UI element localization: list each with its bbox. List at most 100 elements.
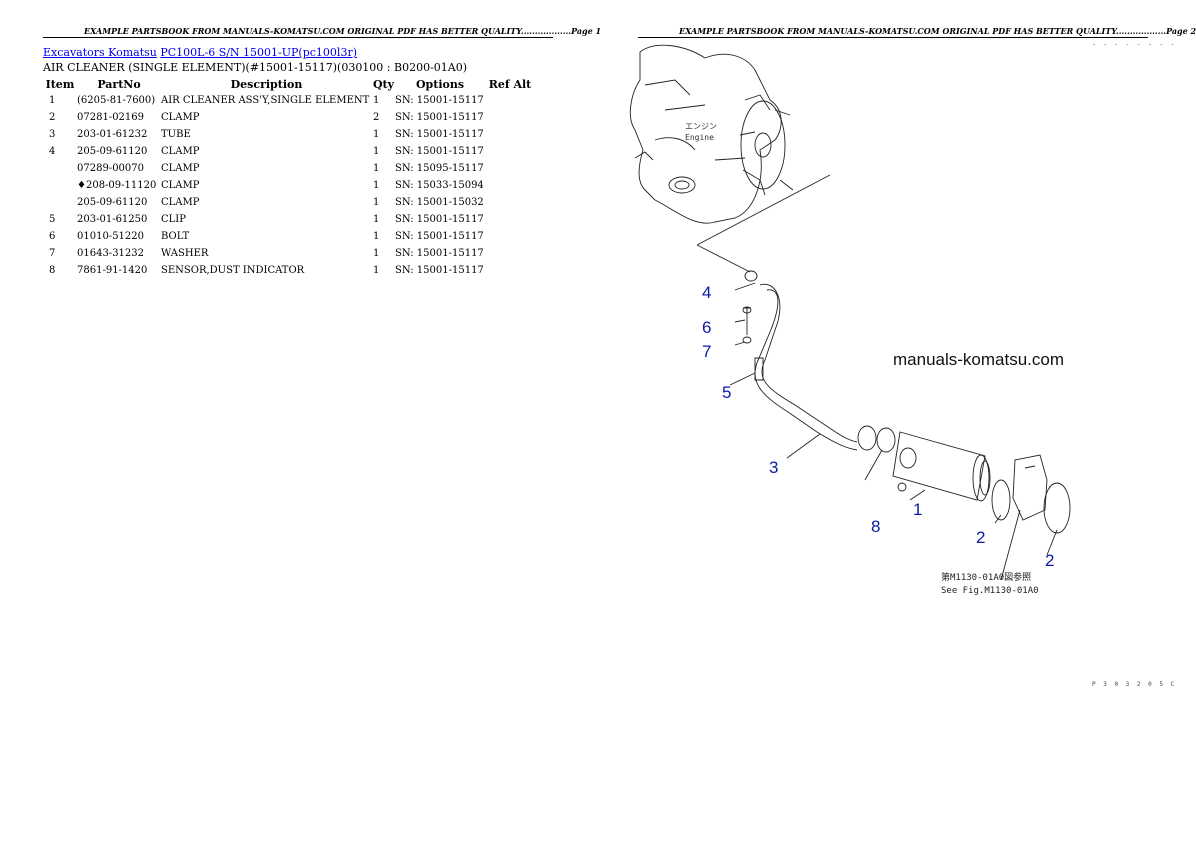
callout-6: 6 xyxy=(702,318,712,337)
cell-description: TUBE xyxy=(161,129,191,140)
cell-qty: 1 xyxy=(373,95,380,106)
cell-partno: 203-01-61232 xyxy=(77,129,148,140)
callout-1: 1 xyxy=(913,500,923,519)
cell-partno: 7861-91-1420 xyxy=(77,265,148,276)
cell-options: SN: 15001-15117 xyxy=(395,95,484,106)
cell-qty: 1 xyxy=(373,129,380,140)
table-row: 07289-00070 CLAMP 1 SN: 15095-15117 xyxy=(43,160,535,177)
cell-partno: 205-09-61120 xyxy=(77,146,148,157)
cell-ref-alt xyxy=(485,92,535,109)
cell-qty: 2 xyxy=(373,112,380,123)
cell-qty: 1 xyxy=(373,180,380,191)
figure-code-top: - - - - - - - - xyxy=(1092,41,1177,48)
engine-outline xyxy=(629,44,782,224)
section-title: AIR CLEANER (SINGLE ELEMENT)(#15001-1511… xyxy=(43,61,468,74)
cell-partno: 07281-02169 xyxy=(77,112,145,123)
header-rule xyxy=(43,37,553,38)
cell-item: 8 xyxy=(49,265,56,276)
air-cleaner-body-part-1 xyxy=(892,431,991,502)
cell-ref-alt xyxy=(485,194,535,211)
cell-ref-alt xyxy=(485,143,535,160)
engine-detail xyxy=(644,79,746,161)
cell-partno: (6205-81-7600) xyxy=(77,95,156,106)
callout-2a: 2 xyxy=(976,528,986,547)
parts-table: Item PartNo Description Qty Options Ref … xyxy=(43,76,535,279)
cell-partno: 203-01-61250 xyxy=(77,214,148,225)
cell-qty: 1 xyxy=(373,163,380,174)
clamp-ring-2b xyxy=(1043,482,1071,534)
cell-item xyxy=(43,194,77,211)
cell-description: CLAMP xyxy=(161,163,200,174)
callout-7: 7 xyxy=(702,342,712,361)
clamp-ring-a xyxy=(857,425,877,451)
parts-table-body: 1 (6205-81-7600) AIR CLEANER ASS'Y,SINGLE … xyxy=(43,92,535,279)
column-header-qty: Qty xyxy=(372,77,395,91)
cell-item xyxy=(43,177,77,194)
clip-part-5 xyxy=(754,357,764,381)
cell-options: SN: 15033-15094 xyxy=(395,180,484,191)
cell-description: CLIP xyxy=(161,214,186,225)
cell-qty: 1 xyxy=(373,231,380,242)
cell-qty: 1 xyxy=(373,197,380,208)
cell-options: SN: 15001-15117 xyxy=(395,129,484,140)
engine-label-en: Engine xyxy=(685,133,714,142)
header-rule xyxy=(638,37,1148,38)
clamp-part-4 xyxy=(744,270,758,282)
column-header-options: Options xyxy=(415,77,465,91)
cell-description: BOLT xyxy=(161,231,190,242)
breadcrumb-link-category[interactable]: Excavators Komatsu xyxy=(43,46,157,59)
cell-partno: ♦208-09-11120 xyxy=(77,180,157,191)
cell-ref-alt xyxy=(485,245,535,262)
cell-partno: 01010-51220 xyxy=(77,231,145,242)
cell-partno: 07289-00070 xyxy=(77,163,145,174)
cell-description: CLAMP xyxy=(161,112,200,123)
callout-5: 5 xyxy=(722,383,732,402)
cell-item xyxy=(43,160,77,177)
cell-options: SN: 15001-15117 xyxy=(395,214,484,225)
page-2: EXAMPLE PARTSBOOK FROM MANUALS-KOMATSU.C… xyxy=(595,0,1196,842)
table-row: 6 01010-51220 BOLT 1 SN: 15001-15117 xyxy=(43,228,535,245)
cell-ref-alt xyxy=(485,109,535,126)
cell-options: SN: 15001-15117 xyxy=(395,265,484,276)
column-header-item: Item xyxy=(45,77,75,91)
housing-bracket xyxy=(1012,454,1048,521)
engine-cap xyxy=(668,176,696,194)
cell-qty: 1 xyxy=(373,248,380,259)
cell-partno: 205-09-61120 xyxy=(77,197,148,208)
page-header: EXAMPLE PARTSBOOK FROM MANUALS-KOMATSU.C… xyxy=(679,26,1196,36)
cell-options: SN: 15095-15117 xyxy=(395,163,484,174)
engine-label-jp: エンジン xyxy=(685,122,717,131)
cell-options: SN: 15001-15032 xyxy=(395,197,484,208)
page-1: EXAMPLE PARTSBOOK FROM MANUALS-KOMATSU.C… xyxy=(0,0,601,842)
column-header-ref-alt: Ref Alt xyxy=(488,77,532,91)
cell-description: CLAMP xyxy=(161,146,200,157)
engine-label: エンジン Engine xyxy=(685,121,717,143)
cell-options: SN: 15001-15117 xyxy=(395,231,484,242)
callout-2b: 2 xyxy=(1045,551,1055,570)
cell-ref-alt xyxy=(485,262,535,279)
cell-item: 2 xyxy=(49,112,56,123)
cell-options: SN: 15001-15117 xyxy=(395,248,484,259)
exploded-parts-diagram xyxy=(629,44,1071,581)
see-figure-note: 第M1130-01A0図参照 See Fig.M1130-01A0 xyxy=(941,572,1039,598)
page-header: EXAMPLE PARTSBOOK FROM MANUALS-KOMATSU.C… xyxy=(84,26,602,36)
cell-description: CLAMP xyxy=(161,180,200,191)
fan xyxy=(739,94,794,196)
sensor-part-8 xyxy=(897,482,907,492)
cell-ref-alt xyxy=(485,160,535,177)
cell-ref-alt xyxy=(485,177,535,194)
cell-description: WASHER xyxy=(161,248,209,259)
clamp-ring-2a xyxy=(991,479,1011,521)
cell-options: SN: 15001-15117 xyxy=(395,146,484,157)
cell-partno: 01643-31232 xyxy=(77,248,145,259)
cell-description: AIR CLEANER ASS'Y,SINGLE ELEMENT xyxy=(161,95,370,106)
callout-4: 4 xyxy=(702,283,712,302)
breadcrumb-link-model[interactable]: PC100L-6 S/N 15001-UP(pc100l3r) xyxy=(160,46,357,59)
cell-ref-alt xyxy=(485,126,535,143)
cell-item: 6 xyxy=(49,231,56,242)
